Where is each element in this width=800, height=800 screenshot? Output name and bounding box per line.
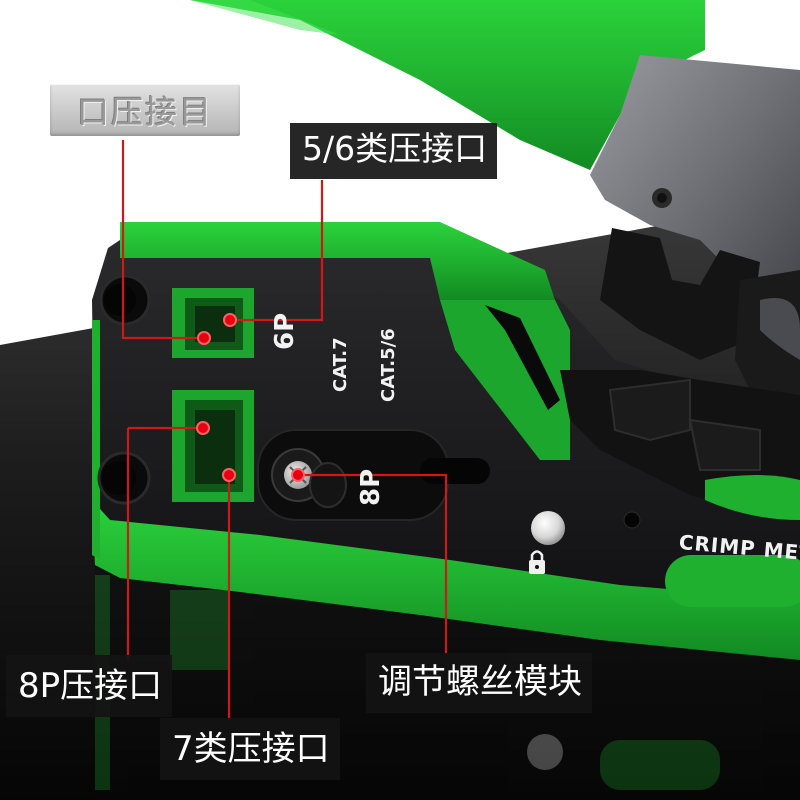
green-oval-pad	[665, 555, 800, 607]
marking-cat56: CAT.5/6	[378, 328, 399, 402]
callout-port-56: 5/6类压接口	[290, 123, 498, 179]
callout-screw-module: 调节螺丝模块	[366, 653, 592, 713]
lock-icon	[529, 550, 545, 574]
embossed-stamp: 口压接目	[50, 84, 240, 136]
marking-cat7: CAT.7	[330, 337, 351, 392]
callout-lines	[121, 140, 448, 720]
callout-dots	[196, 313, 305, 482]
marking-6p: 6P	[270, 312, 300, 350]
callout-port-7: 7类压接口	[160, 718, 340, 780]
marking-8p: 8P	[356, 468, 386, 506]
body-top-green	[120, 222, 555, 300]
upper-handle-green	[190, 0, 705, 170]
crimp-die	[600, 228, 760, 360]
callout-port-8p: 8P压接口	[6, 655, 173, 717]
stamp-text: 口压接目	[76, 93, 213, 131]
lock-button	[531, 511, 565, 545]
